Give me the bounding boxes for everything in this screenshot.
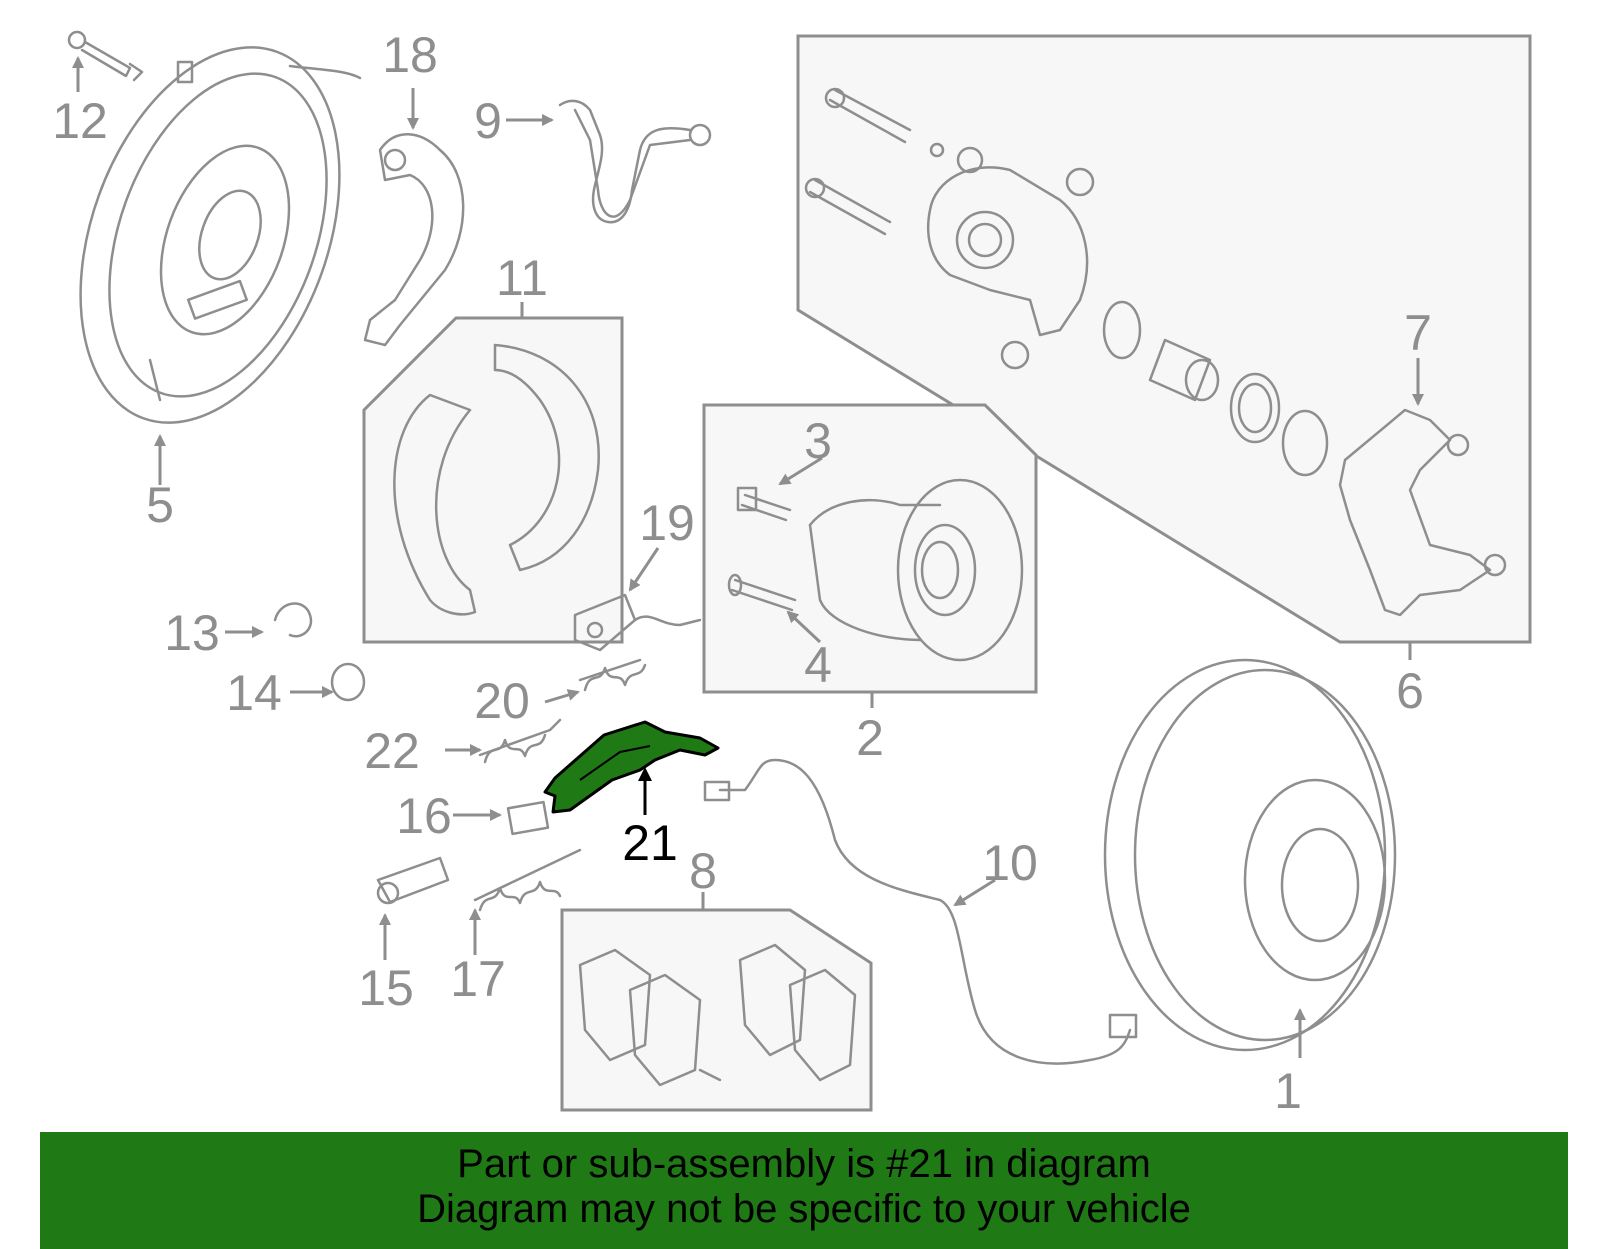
brake-hose-part — [558, 99, 712, 224]
small-hardware-parts — [273, 593, 702, 912]
callout-12: 12 — [52, 93, 108, 149]
backing-plate-part — [79, 46, 362, 424]
parking-brake-lever-part-highlighted[interactable] — [543, 720, 720, 814]
callout-8: 8 — [689, 843, 717, 899]
callout-6: 6 — [1396, 663, 1424, 719]
caliper-bracket-part — [1338, 408, 1507, 617]
bolt-part — [67, 30, 144, 82]
callout-7: 7 — [1404, 305, 1432, 361]
parking-shoes-part — [393, 343, 600, 616]
brake-pads-box — [560, 908, 873, 1112]
brake-rotor-part — [1103, 658, 1397, 1052]
adjuster-part — [363, 133, 465, 347]
banner-line-part-number: Part or sub-assembly is #21 in diagram — [457, 1142, 1151, 1186]
callout-4: 4 — [804, 637, 832, 693]
callout-21-highlighted: 21 — [622, 815, 678, 871]
part-info-banner: Part or sub-assembly is #21 in diagram D… — [40, 1132, 1568, 1249]
abs-sensor-wire-part — [703, 758, 1138, 1065]
hub-assembly-box — [702, 403, 1038, 694]
callout-20: 20 — [474, 673, 530, 729]
callout-17: 17 — [450, 951, 506, 1007]
callout-19: 19 — [639, 495, 695, 551]
callout-11: 11 — [496, 250, 548, 306]
callout-18: 18 — [382, 27, 438, 83]
parking-shoe-box — [362, 316, 624, 644]
callout-22: 22 — [364, 723, 420, 779]
callout-15: 15 — [358, 960, 414, 1016]
hub-parts — [727, 478, 1024, 662]
callout-5: 5 — [146, 477, 174, 533]
callout-10: 10 — [982, 835, 1038, 891]
caliper-assembly-box — [796, 34, 1532, 644]
callout-2: 2 — [856, 710, 884, 766]
banner-line-disclaimer: Diagram may not be specific to your vehi… — [417, 1187, 1191, 1231]
callout-13: 13 — [164, 605, 220, 661]
callout-1: 1 — [1274, 1063, 1302, 1119]
callout-14: 14 — [226, 665, 282, 721]
callout-3: 3 — [804, 413, 832, 469]
brake-pads-part — [578, 943, 857, 1087]
callout-arrows — [72, 56, 1424, 1058]
callout-labels: 1 2 3 4 5 6 7 8 9 10 11 12 13 14 15 16 1… — [52, 27, 1432, 1119]
caliper-parts — [804, 87, 1329, 477]
callout-9: 9 — [474, 93, 502, 149]
callout-16: 16 — [396, 788, 452, 844]
